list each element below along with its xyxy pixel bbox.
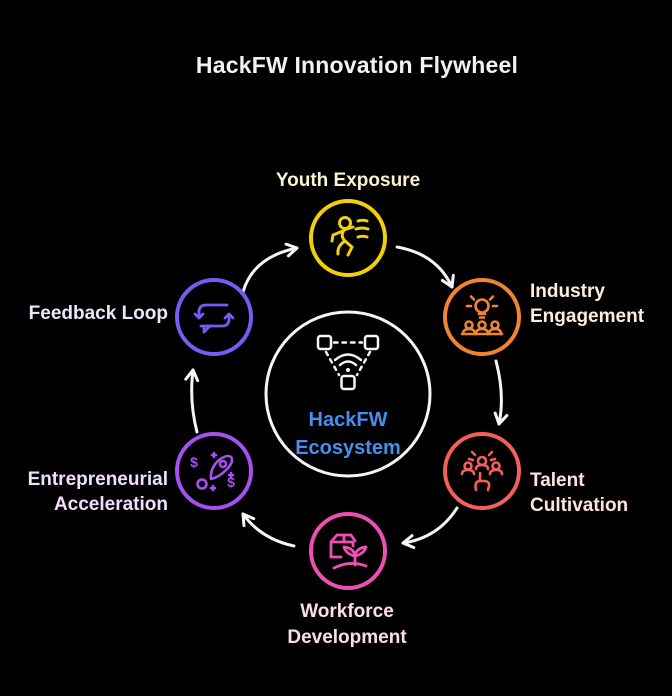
package-sprout-icon — [329, 533, 368, 570]
label-line: Development — [287, 627, 407, 648]
arrow-feedback-to-youth — [241, 242, 299, 294]
talent-cultivation-circle — [443, 432, 521, 510]
select-person-icon — [460, 450, 504, 492]
chat-sync-icon — [193, 303, 235, 334]
industry-engagement-circle — [443, 278, 521, 356]
label-line: Workforce — [300, 601, 394, 622]
mesh-network-icon — [316, 334, 380, 391]
label-line: Feedback Loop — [28, 303, 168, 324]
label-line: Youth Exposure — [275, 170, 421, 191]
lightbulb-people-icon — [460, 295, 504, 336]
page-title: HackFW Innovation Flywheel — [195, 52, 519, 78]
workforce-development-circle — [309, 512, 387, 590]
label-line: Engagement — [530, 306, 645, 327]
arrow-entrepreneurial-to-feedback — [184, 368, 200, 434]
running-person-icon — [330, 216, 370, 257]
arrow-industry-to-talent — [493, 359, 509, 426]
label-line: Entrepreneurial — [27, 469, 168, 490]
arrow-youth-to-industry — [395, 245, 455, 289]
center-hub-label: HackFW Ecosystem — [295, 406, 401, 462]
label-feedback-loop: Feedback Loop — [29, 301, 168, 326]
label-line: Industry — [530, 281, 605, 302]
feedback-loop-circle — [175, 278, 253, 356]
label-youth-exposure: Youth Exposure — [276, 168, 420, 193]
label-talent-cultivation: Talent Cultivation — [530, 468, 628, 518]
arrow-talent-to-workforce — [401, 506, 459, 550]
youth-exposure-circle — [309, 199, 387, 277]
dollar-sign: $ — [227, 474, 235, 490]
label-workforce-development: Workforce Development — [287, 599, 406, 651]
label-line: Talent — [530, 470, 585, 491]
center-label-line: Ecosystem — [295, 437, 401, 459]
center-label-line: HackFW — [308, 409, 388, 431]
label-line: Cultivation — [530, 495, 629, 516]
label-industry-engagement: Industry Engagement — [530, 279, 644, 329]
arrow-workforce-to-entrepreneurial — [241, 512, 296, 548]
label-entrepreneurial-acceleration: Entrepreneurial Acceleration — [28, 467, 168, 517]
center-hub-circle — [264, 310, 432, 478]
entrepreneurial-acceleration-circle — [175, 432, 253, 510]
label-line: Acceleration — [53, 494, 168, 515]
rocket-dollar-icon: $ $ — [190, 451, 235, 492]
dollar-sign: $ — [190, 454, 198, 470]
